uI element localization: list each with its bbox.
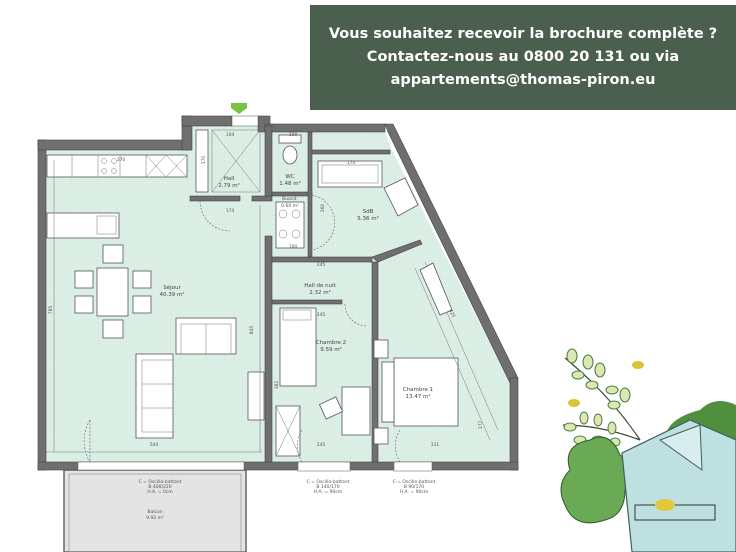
bathroom-fixtures [195,129,419,249]
window-size: B 140/170 [316,484,339,490]
room-name: WC [285,174,294,180]
interior-walls [189,125,423,463]
banner-line: Vous souhaitez recevoir la brochure comp… [328,26,718,42]
room-labels: Hall 2.79 m² WC 1.48 m² Buand. 0.60 m² S… [146,174,433,521]
dimension: 260 [320,204,326,213]
window-type: C = Oscillo-battant [307,479,350,485]
brochure-contact-banner: Vous souhaitez recevoir la brochure comp… [310,5,736,110]
dimension: 370 [117,157,126,163]
banner-line: Contactez-nous au 0800 20 131 ou via [366,49,680,65]
banner-email: appartements@thomas-piron.eu [390,72,656,88]
room-name: Balcon [147,509,162,515]
room-name: Buand. [282,196,298,202]
dimension: 425 [447,308,456,318]
dimension: 174 [226,208,235,214]
room-area: 1.48 m² [279,180,301,187]
room-area: 5.36 m² [357,215,379,222]
dimension: 382 [274,381,280,390]
room-name: Séjour [163,284,181,291]
dimension: 311 [431,442,440,448]
dimension: 177 [478,421,484,430]
outer-walls [37,115,519,471]
door-swings [46,160,401,463]
bedroom-furniture [275,261,499,457]
window-type: C = Oscillo-battant [139,479,182,485]
dimension: 245 [317,312,326,318]
dimension: 100 [289,132,298,138]
entry-arrow-icon [231,103,247,114]
decorative-illustration [560,348,736,552]
room-area: 0.60 m² [281,203,299,209]
room-name: Hall de nuit [304,283,336,289]
dimension: 845 [249,326,255,335]
room-area: 9.59 m² [320,346,342,353]
dining-table [74,244,152,339]
window-labels: C = Oscillo-battant B 400/220 H.A. = 0cm… [139,479,436,495]
room-name: Chambre 1 [403,387,433,393]
balcony [63,469,247,552]
room-area: 9.92 m² [146,515,164,521]
window-height: H.A. = 90cm [400,489,428,495]
dimension: 100 [289,244,298,250]
window-size: B 400/220 [148,484,171,490]
dimension: 174 [347,160,356,166]
kitchen [46,154,188,239]
dimension: 245 [317,442,326,448]
window-size: B 90/170 [404,484,424,490]
dimension: 544 [150,442,159,448]
dimension: 170 [201,156,207,165]
room-area: 13.47 m² [405,393,430,400]
room-name: SdB [363,209,374,215]
room-area: 2.32 m² [309,289,331,296]
room-area: 40.39 m² [159,291,184,298]
windows [77,115,433,472]
dimension: 245 [317,262,326,268]
dimension: 785 [48,306,54,315]
room-name: Hall [224,176,235,182]
room-name: Chambre 2 [316,340,346,346]
window-height: H.A. = 90cm [314,489,342,495]
sofas [135,317,265,439]
dimension-labels: 544 785 845 370 104 174 170 100 174 260 … [48,132,484,448]
window-type: C = Oscillo-battant [393,479,436,485]
dimension: 104 [226,132,235,138]
room-area: 2.79 m² [218,182,240,189]
window-height: H.A. = 0cm [147,489,173,495]
